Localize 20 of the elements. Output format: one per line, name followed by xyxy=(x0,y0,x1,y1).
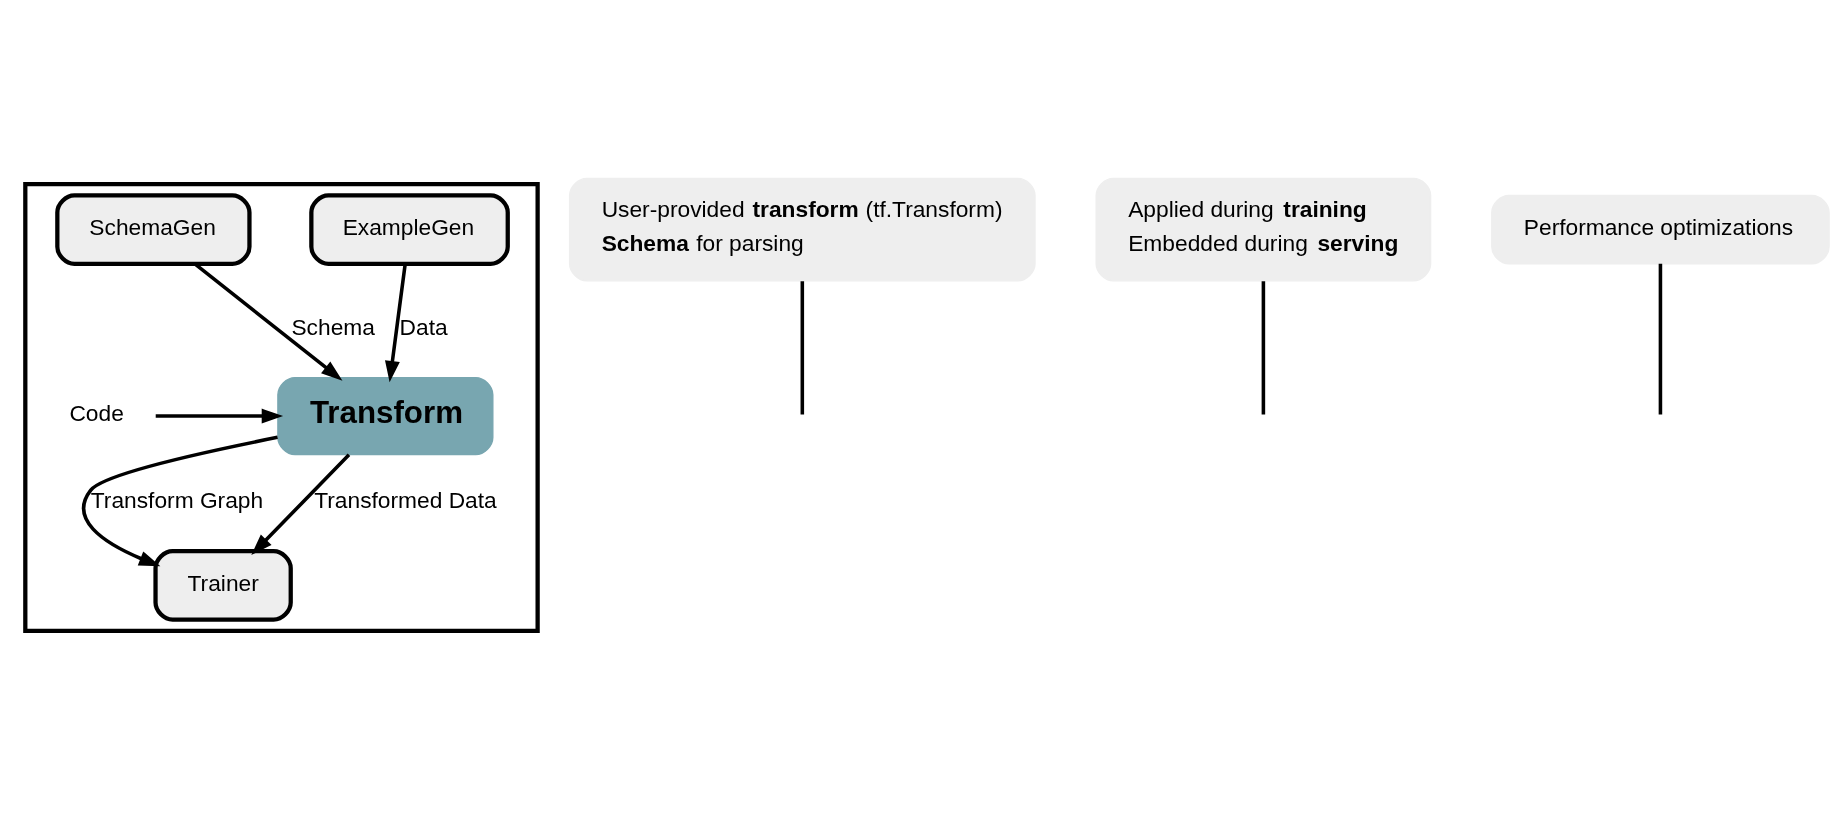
connector xyxy=(800,280,805,414)
node-box: Applied during training Embedded during serving xyxy=(1095,177,1432,282)
node-box: Performance optimizations xyxy=(1491,194,1830,264)
arrow xyxy=(82,435,278,566)
node-box: Trainer xyxy=(153,548,293,622)
node-box: Transform xyxy=(277,376,494,455)
arrow xyxy=(251,453,351,555)
node-box: ExampleGen xyxy=(309,192,510,266)
node-box: User-provided transform (tf.Transform) Schema for parsing xyxy=(568,177,1036,282)
arrow xyxy=(155,408,284,424)
edge-label: Data xyxy=(399,313,448,340)
edge-label: Transform Graph xyxy=(90,486,264,513)
arrow xyxy=(384,263,407,382)
connector xyxy=(1261,280,1266,414)
node-box: SchemaGen xyxy=(55,192,252,266)
edge-label: Schema xyxy=(291,313,375,340)
edge-label: Transformed Data xyxy=(314,486,497,513)
connector xyxy=(1658,263,1663,415)
cluster xyxy=(23,181,540,633)
node-text: Code xyxy=(69,399,124,426)
